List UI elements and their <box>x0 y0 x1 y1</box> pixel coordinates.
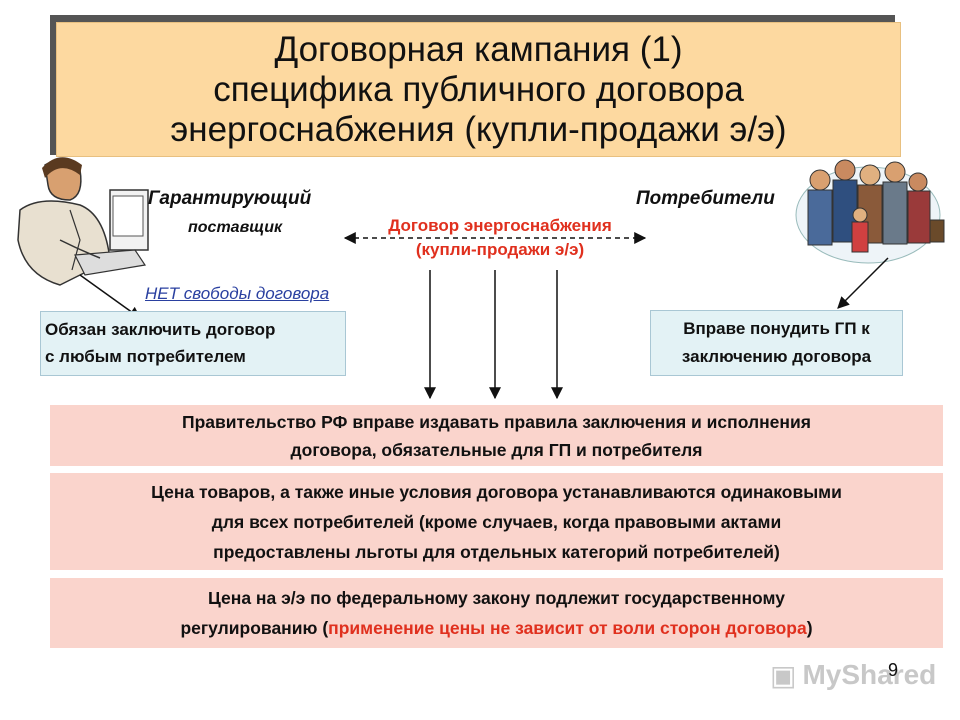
duty-line-2: с любым потребителем <box>45 347 246 366</box>
contract-label: Договор энергоснабжения (купли-продажи э… <box>350 214 650 262</box>
reg-line-2-post: ) <box>806 618 813 638</box>
title-line-2: специфика публичного договора <box>213 69 744 109</box>
right-line-1: Вправе понудить ГП к <box>683 319 870 338</box>
consumers-clipart-icon <box>795 159 945 264</box>
government-rules-box: Правительство РФ вправе издавать правила… <box>50 405 943 466</box>
consumer-right-arrow <box>837 257 889 309</box>
right-line-2: заключению договора <box>681 347 872 366</box>
consumer-right-box: Вправе понудить ГП к заключению договора <box>650 310 903 376</box>
gov-line-1: Правительство РФ вправе издавать правила… <box>182 411 811 432</box>
consumers-label: Потребители <box>636 188 775 209</box>
slide-title: Договорная кампания (1) специфика публич… <box>56 22 901 157</box>
footer-logo: ▣ MyShared <box>770 655 936 695</box>
contract-line-2: (купли-продажи э/э) <box>415 240 585 259</box>
reg-line-1: Цена на э/э по федеральному закону подле… <box>208 588 785 608</box>
reg-line-2-pre: регулированию ( <box>180 618 329 638</box>
duty-line-1: Обязан заключить договор <box>45 320 276 339</box>
supplier-sublabel: поставщик <box>188 219 283 236</box>
supplier-label: Гарантирующий <box>148 188 312 209</box>
supplier-duty-box: Обязан заключить договор с любым потреби… <box>40 311 346 376</box>
price-regulation-box: Цена на э/э по федеральному закону подле… <box>50 578 943 648</box>
price-equality-box: Цена товаров, а также иные условия догов… <box>50 473 943 570</box>
contract-line-1: Договор энергоснабжения <box>388 216 612 235</box>
reg-line-2: регулированию (применение цены не зависи… <box>50 613 943 643</box>
footer-logo-text: MyShared <box>802 659 937 690</box>
supplier-clipart-icon <box>17 157 149 286</box>
gov-line-2: договора, обязательные для ГП и потребит… <box>290 439 703 460</box>
page-number: 9 <box>888 660 899 680</box>
title-line-3: энергоснабжения (купли-продажи э/э) <box>170 109 787 149</box>
reg-line-2-highlight: применение цены не зависит от воли сторо… <box>328 618 807 638</box>
title-line-1: Договорная кампания (1) <box>274 29 683 69</box>
price-line-3: предоставлены льготы для отдельных катег… <box>213 541 780 562</box>
presentation-icon: ▣ <box>770 659 797 691</box>
price-line-2: для всех потребителей (кроме случаев, ко… <box>211 511 782 532</box>
supplier-duty-arrow <box>79 274 141 319</box>
no-freedom-note: НЕТ свободы договора <box>145 284 330 303</box>
price-line-1: Цена товаров, а также иные условия догов… <box>151 481 842 502</box>
